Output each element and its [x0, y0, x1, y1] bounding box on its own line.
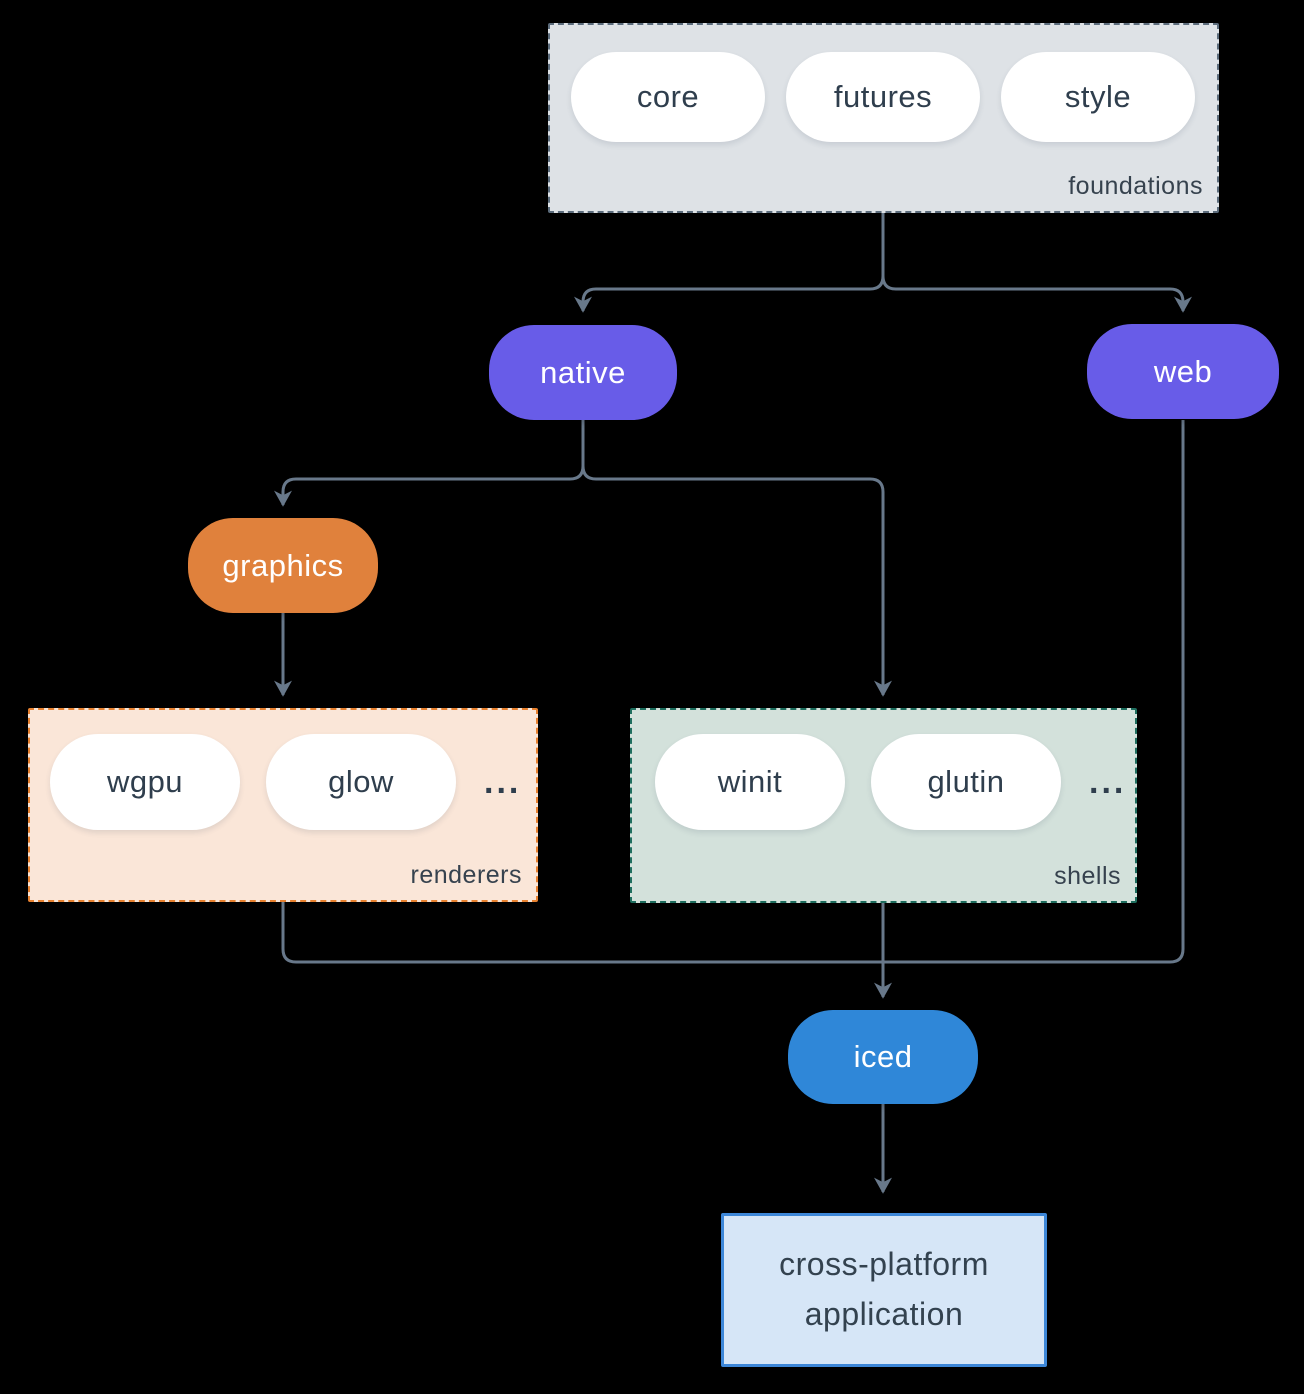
renderers-label: renderers — [410, 861, 522, 889]
core-pill: core — [571, 52, 765, 142]
edge-web-merge — [883, 420, 1185, 964]
glow-pill: glow — [266, 734, 456, 830]
renderers-ellipsis: ... — [484, 762, 522, 801]
native-node: native — [489, 325, 677, 420]
shells-group: winit glutin ... shells — [630, 708, 1137, 903]
renderers-pill-row: wgpu glow ... — [30, 710, 536, 830]
graphics-node: graphics — [188, 518, 378, 613]
web-node: web — [1087, 324, 1279, 419]
winit-pill: winit — [655, 734, 845, 830]
cross-platform-application-box: cross-platform application — [721, 1213, 1047, 1367]
shells-label: shells — [1054, 862, 1121, 890]
renderers-group: wgpu glow ... renderers — [28, 708, 538, 902]
shells-ellipsis: ... — [1089, 762, 1127, 801]
iced-node: iced — [788, 1010, 978, 1104]
wgpu-pill: wgpu — [50, 734, 240, 830]
style-pill: style — [1001, 52, 1195, 142]
edge-native-shells — [581, 420, 892, 697]
glutin-pill: glutin — [871, 734, 1061, 830]
edge-foundations-native — [574, 213, 885, 313]
edge-renderers-merge — [281, 902, 883, 964]
foundations-group: core futures style foundations — [548, 23, 1219, 213]
foundations-label: foundations — [1068, 172, 1203, 200]
edge-native-graphics — [274, 420, 585, 507]
shells-pill-row: winit glutin ... — [632, 710, 1135, 830]
futures-pill: futures — [786, 52, 980, 142]
foundations-pill-row: core futures style — [550, 25, 1217, 142]
edge-foundations-web — [881, 213, 1192, 313]
